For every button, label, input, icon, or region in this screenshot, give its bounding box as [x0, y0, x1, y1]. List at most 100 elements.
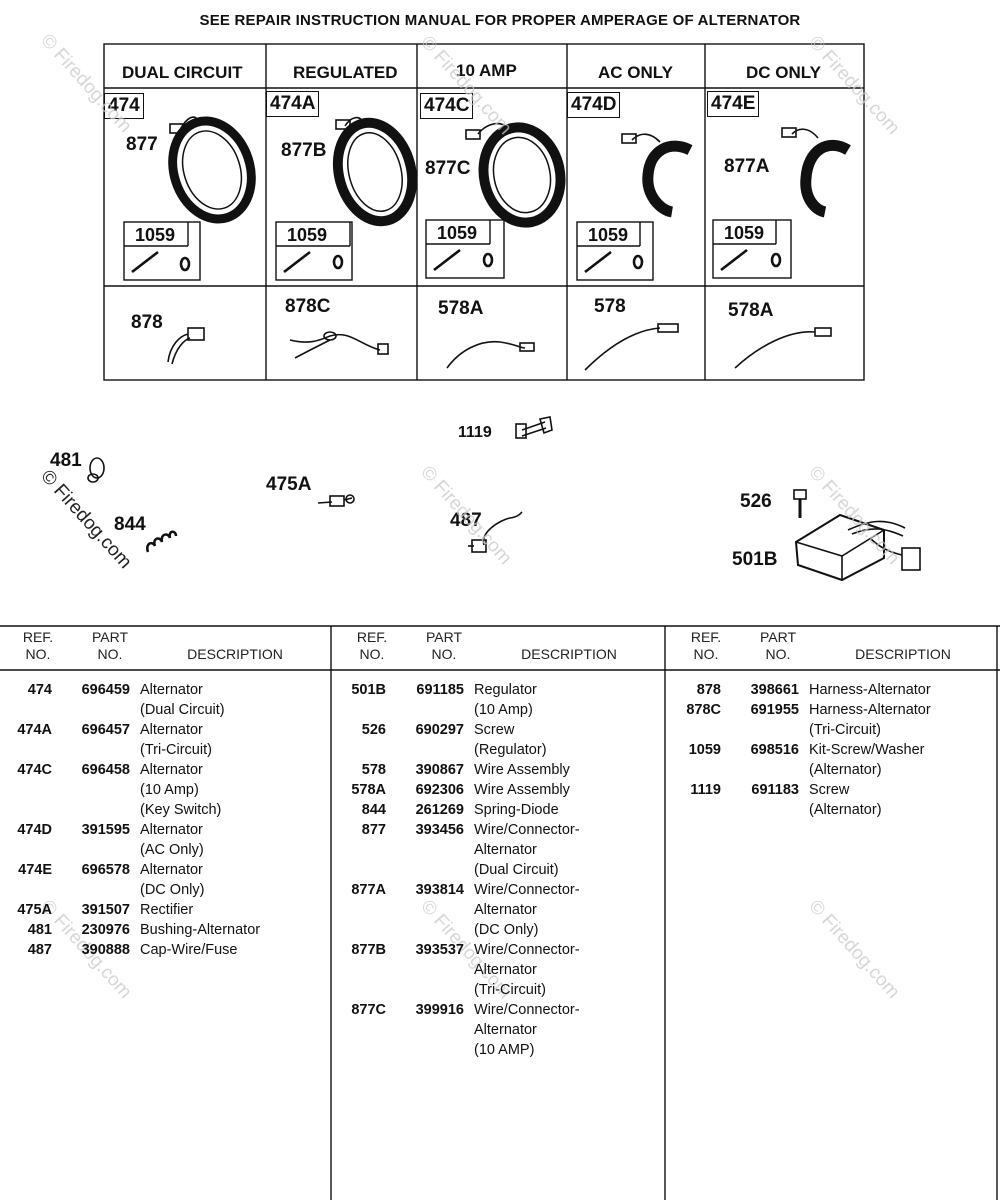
ref-number: 877B: [351, 942, 386, 958]
description-line: Alternator: [474, 902, 537, 918]
ref-number: 474A: [17, 722, 52, 738]
ref-1059-10amp: 1059: [437, 223, 478, 243]
description-line: Wire Assembly: [474, 762, 570, 778]
description-line: Cap-Wire/Fuse: [140, 942, 238, 958]
description-line: (Tri-Circuit): [140, 742, 212, 758]
description-line: (Regulator): [474, 742, 547, 758]
screw-526-drawing: [793, 489, 807, 518]
part-number: 391507: [81, 902, 130, 918]
description-line: Alternator: [140, 722, 203, 738]
description: Wire Assembly: [464, 780, 570, 800]
parts-row: 578A 692306 Wire Assembly: [342, 780, 580, 800]
ref-481: 481: [50, 450, 82, 471]
ref-526: 526: [740, 491, 772, 512]
ref-1059-ac: 1059: [588, 225, 629, 245]
description-line: (DC Only): [474, 922, 539, 938]
description-line: (Tri-Circuit): [474, 982, 546, 998]
description: Harness-Alternator(Tri-Circuit): [799, 700, 931, 740]
column-header-dual-circuit: DUAL CIRCUIT: [122, 63, 243, 82]
description-line: Regulator: [474, 682, 537, 698]
ref-number: 526: [361, 722, 386, 738]
ref-578A-dc: 578A: [728, 300, 774, 321]
part-number: 393456: [415, 822, 464, 838]
harness-drawings: [167, 323, 832, 371]
header-desc-2: DESCRIPTION: [521, 646, 617, 662]
ref-487: 487: [450, 510, 482, 531]
description-line: Alternator: [474, 962, 537, 978]
description-line: (Alternator): [809, 802, 882, 818]
description: Harness-Alternator: [799, 680, 931, 700]
column-header-regulated: REGULATED: [293, 63, 398, 82]
header-ref-3: REF.NO.: [690, 629, 722, 662]
part-number: 391595: [81, 822, 130, 838]
screw-1119-drawing: [515, 416, 553, 439]
ref-number: 578A: [351, 782, 386, 798]
header-ref-2: REF.NO.: [356, 629, 388, 662]
description-line: (10 AMP): [474, 1042, 535, 1058]
ref-474: 474: [104, 93, 144, 119]
stator-877C-drawing: [465, 122, 566, 228]
ref-578A-10amp: 578A: [438, 298, 484, 319]
part-number: 691955: [750, 702, 799, 718]
ref-number: 501B: [351, 682, 386, 698]
description-line: Alternator: [474, 842, 537, 858]
description-line: (Dual Circuit): [140, 702, 225, 718]
header-ref-1: REF.NO.: [22, 629, 54, 662]
part-number: 691185: [416, 682, 464, 698]
description: Alternator (Tri-Circuit): [130, 720, 212, 760]
ref-878C: 878C: [285, 296, 331, 317]
stator-877-drawing: [168, 116, 256, 224]
description: Alternator(DC Only): [130, 860, 204, 900]
description-line: (AC Only): [140, 842, 204, 858]
description-line: Wire Assembly: [474, 782, 570, 798]
ref-number: 1059: [688, 742, 721, 758]
ref-878: 878: [131, 312, 163, 333]
part-number: 390867: [415, 762, 464, 778]
description-line: (Dual Circuit): [474, 862, 559, 878]
part-number: 393537: [415, 942, 464, 958]
description: Kit-Screw/Washer(Alternator): [799, 740, 924, 780]
header-desc-1: DESCRIPTION: [187, 646, 283, 662]
description-line: (Key Switch): [140, 802, 222, 818]
description: Wire/Connector- Alternator (DC Only): [464, 880, 580, 940]
description: Alternator(AC Only): [130, 820, 204, 860]
ref-877B: 877B: [281, 140, 327, 161]
ref-578: 578: [594, 296, 626, 317]
ref-number: 474: [27, 682, 52, 698]
ref-number: 877: [361, 822, 386, 838]
stator-drawings: [168, 116, 851, 228]
description-line: (10 Amp): [474, 702, 533, 718]
description-line: Wire/Connector-: [474, 882, 580, 898]
ref-number: 578: [361, 762, 386, 778]
description-line: Screw: [809, 782, 850, 798]
part-number: 390888: [81, 942, 130, 958]
description: Bushing-Alternator: [130, 920, 260, 940]
description-line: (Tri-Circuit): [809, 722, 881, 738]
ref-number: 474E: [18, 862, 52, 878]
part-number: 696578: [81, 862, 130, 878]
description-line: (10 Amp): [140, 782, 199, 798]
ref-1059-dual: 1059: [135, 225, 176, 245]
banner-note: SEE REPAIR INSTRUCTION MANUAL FOR PROPER…: [199, 12, 801, 29]
description-line: Alternator: [140, 682, 203, 698]
ref-number: 474D: [17, 822, 52, 838]
ref-number: 487: [27, 942, 52, 958]
ref-877: 877: [126, 134, 158, 155]
ref-number: 878C: [686, 702, 721, 718]
part-number: 691183: [751, 782, 799, 798]
parts-row: 578 390867 Wire Assembly: [342, 760, 580, 780]
part-number: 692306: [415, 782, 464, 798]
ref-844: 844: [114, 514, 146, 535]
description: Cap-Wire/Fuse: [130, 940, 238, 960]
